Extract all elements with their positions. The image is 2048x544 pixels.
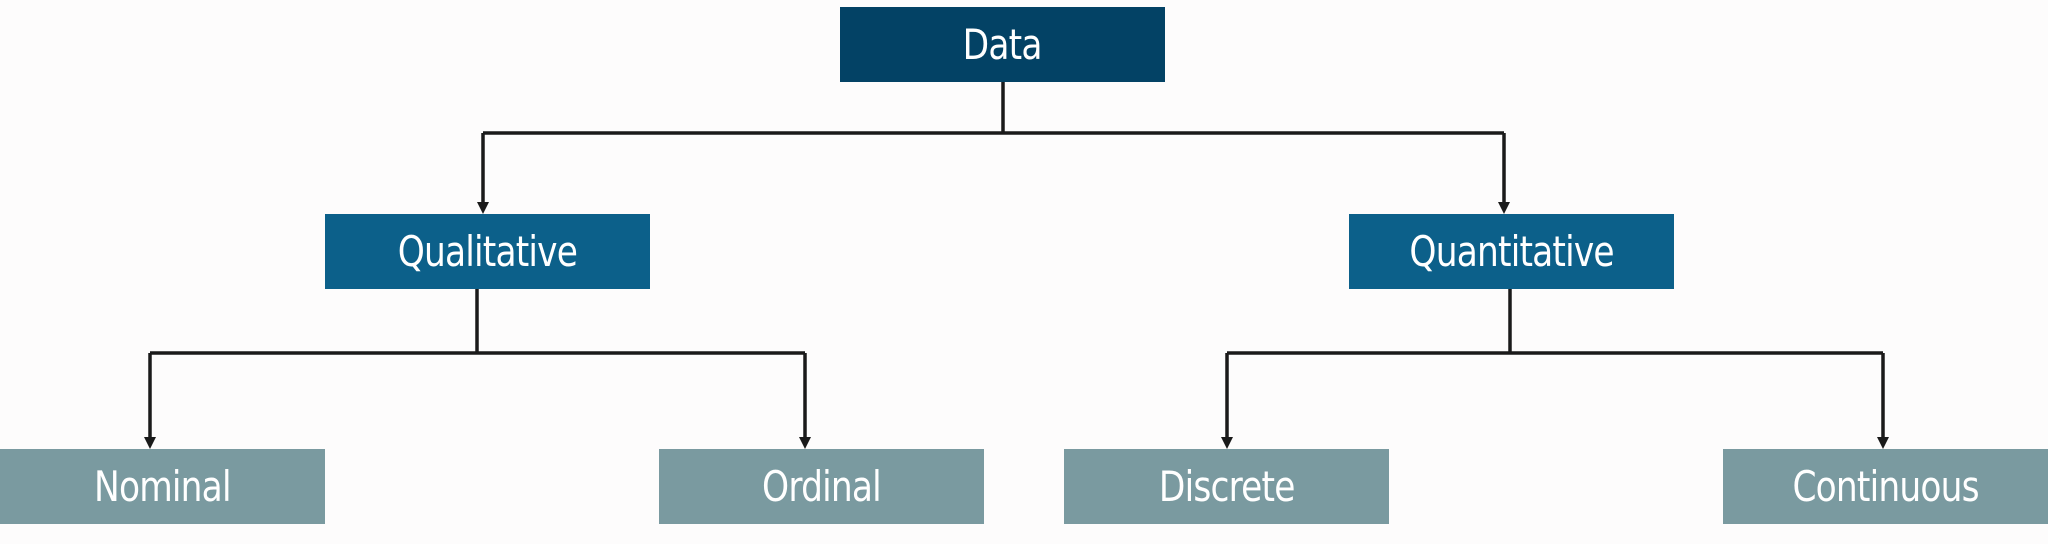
arrowhead-qualitative bbox=[477, 202, 489, 214]
node-ordinal: Ordinal bbox=[659, 449, 984, 524]
node-quantitative-label: Quantitative bbox=[1409, 227, 1614, 276]
node-quantitative: Quantitative bbox=[1349, 214, 1674, 289]
node-discrete-label: Discrete bbox=[1158, 462, 1296, 511]
arrowhead-discrete bbox=[1221, 437, 1233, 449]
node-continuous-label: Continuous bbox=[1792, 462, 1979, 511]
node-ordinal-label: Ordinal bbox=[762, 462, 882, 511]
node-qualitative: Qualitative bbox=[325, 214, 650, 289]
node-discrete: Discrete bbox=[1064, 449, 1389, 524]
node-continuous: Continuous bbox=[1723, 449, 2048, 524]
node-qualitative-label: Qualitative bbox=[397, 227, 578, 276]
node-nominal: Nominal bbox=[0, 449, 325, 524]
arrowhead-continuous bbox=[1877, 437, 1889, 449]
node-data-label: Data bbox=[963, 20, 1043, 69]
node-nominal-label: Nominal bbox=[94, 462, 232, 511]
arrowhead-ordinal bbox=[799, 437, 811, 449]
node-data: Data bbox=[840, 7, 1165, 82]
arrowhead-nominal bbox=[144, 437, 156, 449]
arrowhead-quantitative bbox=[1498, 202, 1510, 214]
